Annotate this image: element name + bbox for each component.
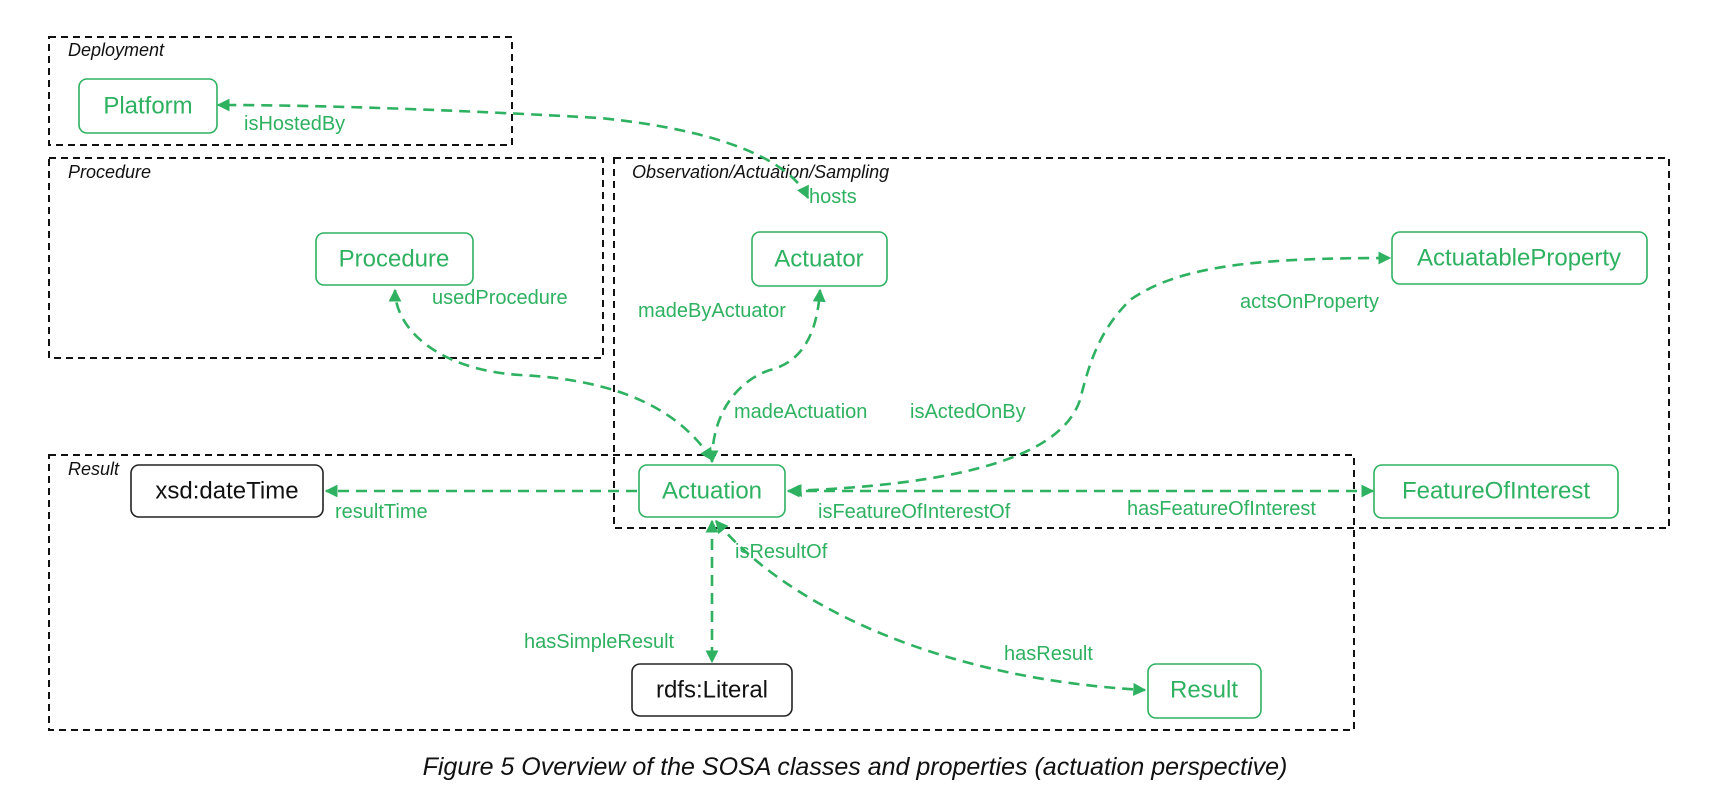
edge-label-result-time: resultTime (335, 501, 428, 523)
svg-text:Result: Result (1170, 677, 1238, 704)
edge-label-has-feature-of-interest: hasFeatureOfInterest (1127, 498, 1316, 520)
svg-text:FeatureOfInterest: FeatureOfInterest (1402, 478, 1590, 505)
edge-label-acts-on-property: actsOnProperty (1240, 291, 1379, 313)
group-deployment: Deployment (48, 36, 513, 146)
node-rdfs-literal: rdfs:Literal (631, 663, 793, 717)
node-feature-of-interest: FeatureOfInterest (1373, 464, 1619, 519)
edge-label-is-result-of: isResultOf (735, 541, 828, 563)
node-xsd-datetime: xsd:dateTime (130, 464, 324, 518)
svg-text:rdfs:Literal: rdfs:Literal (656, 677, 768, 704)
svg-text:Actuation: Actuation (662, 478, 762, 505)
group-label-deployment: Deployment (68, 40, 165, 60)
node-procedure: Procedure (315, 232, 474, 286)
edge-label-made-by-actuator: madeByActuator (638, 300, 786, 322)
edge-label-has-result: hasResult (1004, 643, 1093, 665)
edge-label-is-acted-on-by: isActedOnBy (910, 401, 1026, 423)
node-actuation: Actuation (638, 464, 786, 518)
edge-has-result (715, 520, 1147, 696)
edge-label-hosts: hosts (809, 186, 857, 208)
edge-label-has-simple-result: hasSimpleResult (524, 631, 675, 653)
node-result: Result (1147, 663, 1262, 719)
svg-text:Procedure: Procedure (339, 246, 450, 273)
node-actuator: Actuator (751, 231, 888, 287)
edge-label-used-procedure: usedProcedure (432, 287, 568, 309)
group-label-result: Result (68, 459, 120, 479)
svg-text:xsd:dateTime: xsd:dateTime (155, 478, 298, 505)
svg-text:Actuator: Actuator (774, 246, 863, 273)
node-actuatable-property: ActuatableProperty (1391, 231, 1648, 285)
figure-caption: Figure 5 Overview of the SOSA classes an… (423, 753, 1288, 781)
edge-used-procedure (388, 288, 714, 462)
group-label-procedure: Procedure (68, 162, 151, 182)
edge-acts-on-property (788, 251, 1392, 498)
edge-is-hosted-by (216, 98, 810, 200)
edge-label-made-actuation: madeActuation (734, 401, 867, 423)
edge-label-is-hosted-by: isHostedBy (244, 113, 345, 135)
svg-text:Platform: Platform (103, 93, 192, 120)
node-platform: Platform (78, 78, 218, 134)
svg-text:ActuatableProperty: ActuatableProperty (1417, 245, 1621, 272)
group-label-observation: Observation/Actuation/Sampling (632, 162, 889, 182)
edge-label-is-feature-of-interest-of: isFeatureOfInterestOf (818, 501, 1011, 523)
